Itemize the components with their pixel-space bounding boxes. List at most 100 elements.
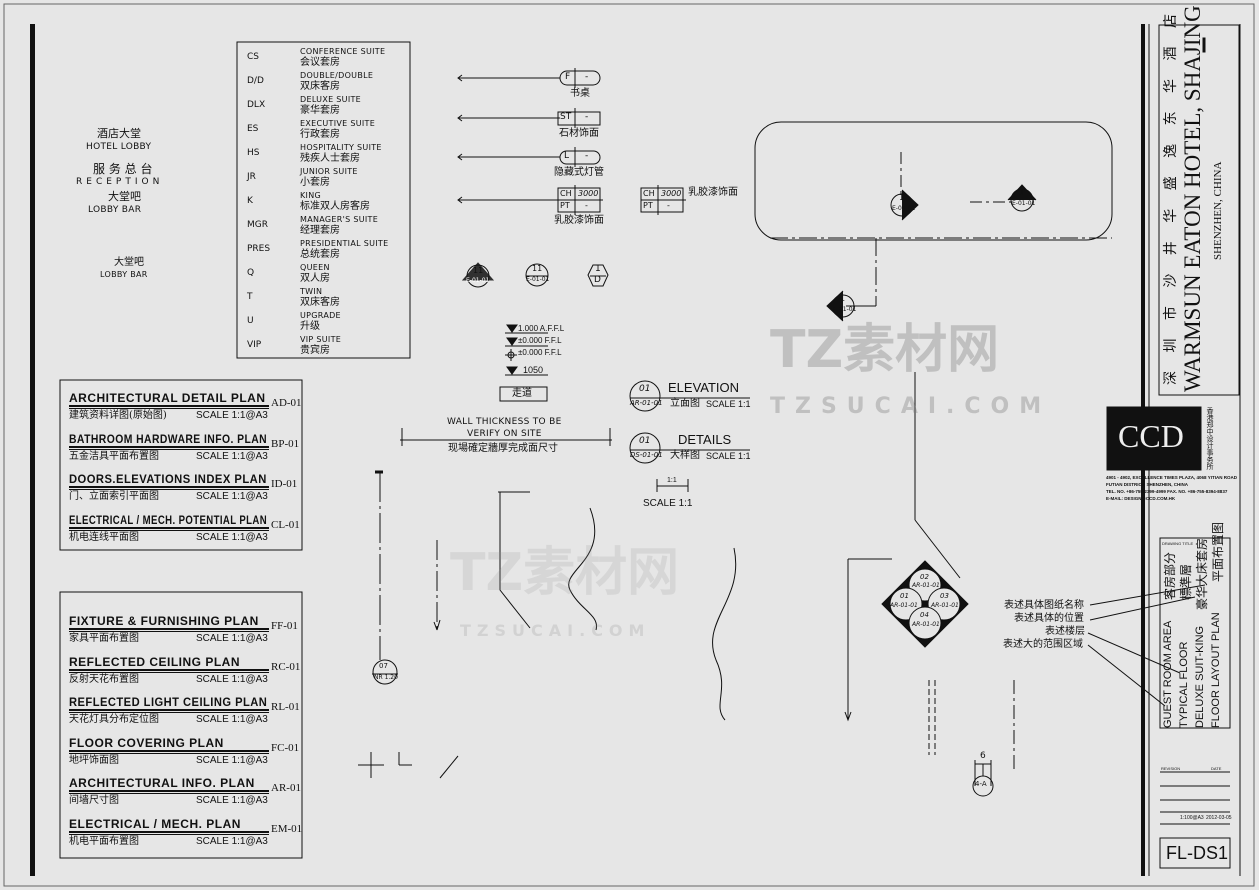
room-type-name-cn: 豪华套房 — [300, 105, 340, 116]
room-type-name-en: DELUXE SUITE — [300, 95, 362, 104]
watermark-brand-2: TZ素材网 — [450, 543, 680, 603]
index-plan-cn: 门、立面索引平面图 — [69, 491, 159, 502]
lobby-bar-label-cn-2: 大堂吧 — [114, 257, 144, 268]
drawing-date: 2012-03-05 — [1206, 815, 1232, 821]
room-type-code: ES — [247, 124, 259, 134]
index-plan-scale: SCALE 1:1@A3 — [196, 673, 268, 685]
room-type-name-en: QUEEN — [300, 263, 330, 272]
room-type-code: T — [247, 292, 253, 302]
room-type-code: JR — [247, 172, 256, 182]
index-plan-title: REFLECTED LIGHT CEILING PLAN — [69, 695, 268, 709]
annotation-location: 表述具体的位置 — [1014, 613, 1084, 624]
annotation-floor: 表述楼层 — [1045, 626, 1085, 637]
grid-ref: 4-A — [975, 780, 987, 788]
watermark-url-2: TZSUCAI.COM — [460, 621, 651, 640]
level-label: ±0.000 F.F.L — [518, 348, 562, 357]
marker-num: 1 — [840, 294, 846, 303]
index-plan-code: RL-01 — [271, 701, 300, 713]
annotation-area: 表述大的范围区域 — [1003, 639, 1083, 650]
room-type-name-en: HOSPITALITY SUITE — [300, 143, 382, 152]
tag-code: L — [564, 151, 570, 161]
firm-logo: CCD — [1118, 418, 1184, 454]
marker-ref: E-01-01 — [892, 205, 916, 212]
tag-value: - — [585, 151, 589, 161]
index-plan-title: ELECTRICAL / MECH. POTENTIAL PLAN — [69, 512, 268, 527]
room-type-code: VIP — [247, 340, 262, 350]
index-title-underline — [69, 628, 269, 632]
room-type-code: Q — [247, 268, 255, 278]
index-plan-scale: SCALE 1:1@A3 — [196, 450, 268, 462]
marker-ref: E-01-01 — [833, 306, 857, 313]
ceiling-tag-code: CH — [643, 189, 655, 198]
index-plan-scale: SCALE 1:1@A3 — [196, 714, 268, 725]
room-type-name-en: TWIN — [300, 287, 323, 296]
room-type-name-en: CONFERENCE SUITE — [300, 47, 386, 56]
firm-email: E-MAIL: DESIGN@CCD.COM.HK — [1106, 496, 1176, 501]
index-plan-title: ELECTRICAL / MECH. PLAN — [69, 816, 241, 831]
tag-code: ST — [560, 112, 572, 122]
room-type-name-cn: 贵宾房 — [300, 345, 330, 356]
ceiling-tag-label: 乳胶漆饰面 — [688, 187, 738, 198]
drawing-title-label: DRAWING TITLE — [1162, 541, 1194, 546]
hotel-name-en: WARMSUN EATON HOTEL, SHAJING — [1180, 5, 1205, 392]
section-ref: D — [594, 275, 601, 285]
axis-icon — [398, 752, 412, 766]
room-type-name-cn: 残疾人士套房 — [300, 153, 360, 164]
section-ref: E-01-01 — [466, 277, 490, 284]
details-heading: DETAILS — [678, 432, 732, 447]
tag-value-2: - — [585, 201, 588, 210]
room-type-code: PRES — [247, 244, 271, 254]
tag-label: 书桌 — [570, 88, 590, 99]
grid-dimension: 6 — [980, 751, 986, 761]
index-plan-cn: 机电平面布置图 — [69, 835, 139, 847]
wall-note-line2: VERIFY ON SITE — [467, 429, 542, 439]
tag-label: 石材饰面 — [559, 128, 599, 139]
elevation-cn: 立面图 — [670, 398, 700, 409]
tag-value: - — [585, 72, 589, 82]
index-plan-code: ID-01 — [271, 478, 298, 490]
lobby-bar-label-en: LOBBY BAR — [88, 205, 142, 215]
index-title-underline — [69, 709, 269, 713]
room-type-name-cn: 小套房 — [300, 177, 330, 188]
marker-num: 1 — [1019, 188, 1025, 197]
index-plan-scale: SCALE 1:1@A3 — [196, 410, 268, 421]
title-en: FLOOR LAYOUT PLAN — [1210, 612, 1222, 728]
index-plan-code: BP-01 — [271, 437, 300, 450]
index-plan-title: ARCHITECTURAL DETAIL PLAN — [69, 391, 266, 405]
index-plan-title: DOORS.ELEVATIONS INDEX PLAN — [69, 472, 267, 486]
room-type-code: MGR — [247, 220, 268, 230]
index-plan-title: REFLECTED CEILING PLAN — [69, 654, 241, 669]
room-type-name-en: DOUBLE/DOUBLE — [300, 71, 374, 80]
room-type-code: DLX — [247, 100, 266, 110]
room-type-name-cn: 总统套房 — [300, 249, 340, 260]
move-icon — [358, 752, 384, 778]
watermark-url: TZSUCAI.COM — [770, 394, 1052, 419]
details-cn: 大样图 — [670, 450, 700, 461]
room-type-code: HS — [247, 148, 260, 158]
index-plan-code: RC-01 — [271, 660, 301, 673]
index-title-underline — [69, 790, 269, 794]
quad-num: 01 — [900, 592, 909, 600]
index-plan-cn: 家具平面布置图 — [69, 633, 139, 644]
firm-district: FUTIAN DISTRICT, SHENZHEN, CHINA — [1106, 482, 1188, 487]
index-title-underline — [69, 668, 269, 673]
lobby-label-cn: 酒店大堂 — [97, 127, 141, 140]
index-title-underline — [69, 526, 269, 531]
firm-name-cn: 香港郑中设计事务所 — [1206, 407, 1213, 470]
room-type-name-en: KING — [300, 191, 321, 200]
index-title-underline — [69, 405, 269, 409]
room-type-name-cn: 双床客房 — [300, 81, 340, 92]
index-title-underline — [69, 830, 269, 835]
tag-label: 乳胶漆饰面 — [554, 215, 604, 226]
elevation-scale: SCALE 1:1 — [706, 399, 751, 409]
section-num: 1 — [595, 264, 601, 274]
level-label: ±0.000 F.F.L — [518, 336, 562, 345]
index-plan-cn: 五金洁具平面布置图 — [69, 450, 159, 462]
index-title-underline — [69, 749, 269, 754]
room-type-name-cn: 升级 — [300, 321, 320, 332]
tag-value: - — [585, 112, 589, 122]
index-plan-code: FF-01 — [271, 620, 298, 632]
index-plan-code: AR-01 — [271, 782, 301, 794]
section-num: 11 — [532, 264, 543, 273]
